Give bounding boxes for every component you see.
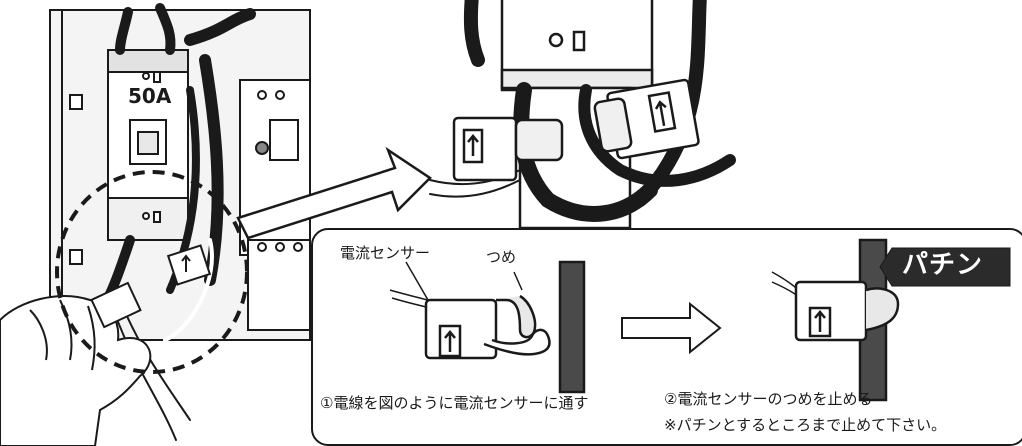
closeup-sensor-right	[593, 78, 700, 160]
breaker-amp-label: 50A	[128, 84, 172, 108]
step2-caption: ②電流センサーのつめを止める	[664, 390, 873, 408]
hand-illustration	[0, 281, 152, 446]
note-caption: ※パチンとするところまで止めて下さい。	[664, 416, 947, 434]
sound-effect-text: パチン	[902, 250, 984, 280]
highlight-circle	[55, 170, 249, 374]
step1-illustration	[389, 260, 586, 394]
step-arrow	[621, 301, 722, 355]
step2-illustration	[771, 238, 900, 402]
claw-label: つめ	[486, 248, 517, 266]
main-breaker	[107, 49, 189, 241]
sensor-left	[166, 244, 212, 286]
sensor-label: 電流センサー	[340, 244, 431, 262]
zoom-arrow	[236, 146, 432, 240]
closeup-sensor-left	[452, 116, 564, 182]
step1-caption: ①電線を図のように電流センサーに通す	[320, 394, 589, 412]
sound-effect-badge	[879, 247, 1011, 287]
